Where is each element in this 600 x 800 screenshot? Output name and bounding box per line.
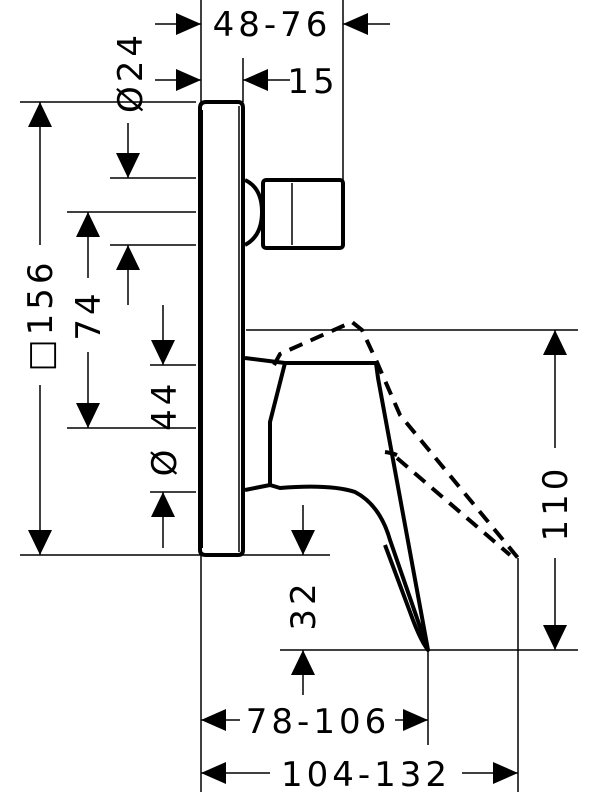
arrowhead-icon: [28, 102, 52, 127]
mixer-lever: [244, 319, 520, 652]
arrowhead-icon: [76, 403, 100, 428]
arrowhead-icon: [76, 212, 100, 237]
dimension-vertical-74: 74: [69, 289, 109, 340]
arrowhead-icon: [291, 650, 315, 675]
arrowhead-icon: [176, 13, 201, 35]
arrowhead-icon: [201, 709, 226, 731]
arrowhead-icon: [116, 245, 140, 270]
dimension-height-110: 110: [536, 465, 576, 542]
dimension-knob-diameter: Ø24: [111, 31, 151, 113]
dimension-lever-projection: 104-132: [281, 755, 451, 795]
dimension-spout-projection: 78-106: [246, 702, 390, 742]
arrowhead-icon: [176, 69, 201, 91]
dimension-depth-range: 48-76: [213, 5, 332, 45]
dimension-spout-diameter: Ø 44: [145, 380, 185, 477]
arrowhead-icon: [543, 625, 567, 650]
arrowhead-icon: [291, 530, 315, 555]
dimension-plate-size: □156: [21, 258, 61, 371]
arrowhead-icon: [116, 153, 140, 178]
wall-plate: [198, 100, 245, 557]
arrowhead-icon: [151, 340, 175, 365]
arrowhead-icon: [151, 492, 175, 517]
arrowhead-icon: [543, 330, 567, 355]
arrowhead-icon: [343, 13, 368, 35]
arrowhead-icon: [403, 709, 428, 731]
dimension-knob-offset: 15: [287, 62, 338, 102]
arrowhead-icon: [201, 762, 226, 784]
dimension-arrows: [28, 13, 567, 784]
arrowhead-icon: [493, 762, 518, 784]
diverter-knob: [243, 178, 345, 250]
arrowhead-icon: [243, 69, 268, 91]
arrowhead-icon: [28, 530, 52, 555]
dimension-spout-drop: 32: [284, 579, 324, 630]
